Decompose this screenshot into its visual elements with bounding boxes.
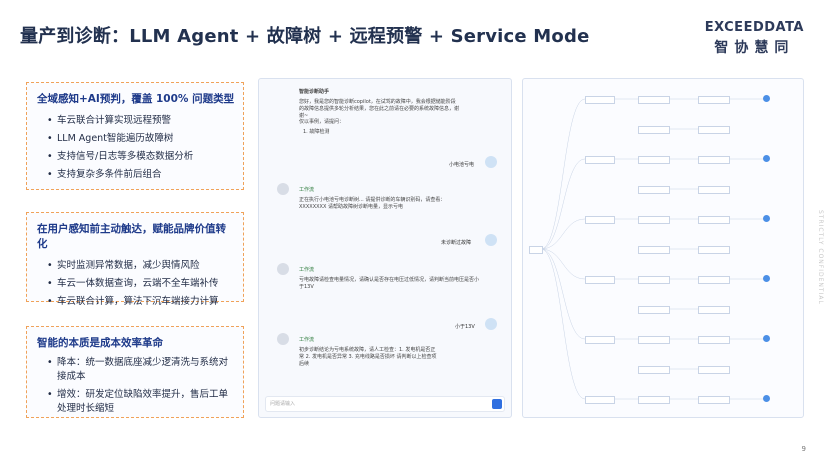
tree-node[interactable]: [585, 336, 615, 344]
agent-message: 初步诊断结论为亏电系统故障，请人工检查：1. 发电机是否正常 2. 发电机是否异…: [299, 347, 437, 367]
tree-node[interactable]: [698, 126, 730, 134]
bullet-item: 车云联合计算实现远程预警: [47, 112, 235, 130]
bullet-item: 车云联合计算，算法下沉车端接力计算: [47, 293, 235, 311]
chat-input-placeholder: 问题请输入: [270, 401, 296, 407]
send-button[interactable]: [492, 399, 502, 409]
workflow-tag: 工作流: [299, 337, 315, 343]
bullet-item: 降本：统一数据底座减少逻清洗与系统对接成本: [47, 356, 235, 384]
chat-header: 智能诊断助手: [299, 89, 330, 95]
bullet-item: LLM Agent智能遍历故障树: [47, 130, 235, 148]
chat-screenshot-panel: 智能诊断助手 您好，我是您的智能诊断copilot，在试驾的故障中，我会根据储能…: [258, 78, 512, 418]
tree-root-node[interactable]: [529, 246, 543, 254]
tree-node[interactable]: [585, 96, 615, 104]
tree-node[interactable]: [638, 126, 670, 134]
box-heading: 在用户感知前主动触达，赋能品牌价值转化: [37, 223, 226, 250]
user-message: 未诊断过故障: [441, 240, 472, 246]
tree-node[interactable]: [698, 186, 730, 194]
tree-leaf-dot[interactable]: [763, 395, 770, 402]
tree-node[interactable]: [585, 396, 615, 404]
agent-avatar: [277, 333, 289, 345]
tree-leaf-dot[interactable]: [763, 335, 770, 342]
agent-avatar: [277, 263, 289, 275]
fault-tree-lines: [540, 98, 763, 400]
user-message: 小于13V: [455, 324, 475, 330]
box-heading: 智能的本质是成本效率革命: [37, 337, 163, 349]
tree-node[interactable]: [638, 336, 670, 344]
feature-box-efficiency: 智能的本质是成本效率革命 降本：统一数据底座减少逻清洗与系统对接成本 增效：研发…: [26, 326, 244, 418]
agent-message: 亏电故障请检查电量情况，请确认是否存在电压过低情况，请判断当前电压是否小于13V: [299, 277, 480, 290]
tree-node[interactable]: [638, 96, 670, 104]
tree-node[interactable]: [698, 366, 730, 374]
tree-node[interactable]: [638, 156, 670, 164]
page-title: 量产到诊断：LLM Agent + 故障树 + 远程预警 + Service M…: [20, 26, 590, 47]
tree-node[interactable]: [638, 246, 670, 254]
workflow-tag: 工作流: [299, 267, 315, 273]
chat-hint: 仅以事例，请提问：: [299, 119, 345, 125]
workflow-tag: 工作流: [299, 187, 315, 193]
tree-node[interactable]: [698, 396, 730, 404]
user-avatar: [485, 318, 497, 330]
tree-leaf-dot[interactable]: [763, 95, 770, 102]
agent-message: 正在执行小电池亏电诊断树... 请提供诊断的车辆识别码，请查看：XXXXXXXX…: [299, 197, 446, 210]
chat-input[interactable]: 问题请输入: [265, 396, 505, 412]
tree-node[interactable]: [638, 366, 670, 374]
side-watermark: STRICTLY CONFIDENTIAL: [817, 210, 824, 305]
tree-node[interactable]: [638, 186, 670, 194]
tree-node[interactable]: [638, 396, 670, 404]
company-logo: EXCEEDDATA 智协慧同: [705, 20, 804, 57]
tree-node[interactable]: [585, 276, 615, 284]
bullet-item: 支持信号/日志等多模态数据分析: [47, 148, 235, 166]
box-heading: 全域感知+AI预判，覆盖 100% 问题类型: [37, 93, 235, 105]
tree-node[interactable]: [698, 276, 730, 284]
tree-node[interactable]: [585, 216, 615, 224]
tree-leaf-dot[interactable]: [763, 275, 770, 282]
chat-example: 1. 故障检测: [303, 129, 330, 135]
user-avatar: [485, 156, 497, 168]
bullet-item: 支持复杂多条件前后组合: [47, 166, 235, 184]
tree-node[interactable]: [638, 276, 670, 284]
fault-tree-panel: [522, 78, 804, 418]
tree-node[interactable]: [698, 96, 730, 104]
tree-node[interactable]: [698, 156, 730, 164]
bullet-item: 车云一体数据查询，云端不全车端补传: [47, 275, 235, 293]
logo-chinese: 智协慧同: [714, 40, 795, 56]
tree-node[interactable]: [698, 336, 730, 344]
tree-node[interactable]: [638, 216, 670, 224]
tree-node[interactable]: [585, 156, 615, 164]
bullet-item: 增效：研发定位缺陷效率提升，售后工单处理时长缩短: [47, 388, 235, 416]
feature-box-proactive: 在用户感知前主动触达，赋能品牌价值转化 实时监测异常数据，减少舆情风险 车云一体…: [26, 212, 244, 311]
tree-leaf-dot[interactable]: [763, 215, 770, 222]
feature-box-perception: 全域感知+AI预判，覆盖 100% 问题类型 车云联合计算实现远程预警 LLM …: [26, 82, 244, 190]
bullet-item: 实时监测异常数据，减少舆情风险: [47, 257, 235, 275]
user-avatar: [485, 234, 497, 246]
agent-avatar: [277, 183, 289, 195]
tree-node[interactable]: [698, 216, 730, 224]
tree-node[interactable]: [638, 306, 670, 314]
tree-leaf-dot[interactable]: [763, 155, 770, 162]
tree-node[interactable]: [698, 306, 730, 314]
tree-node[interactable]: [698, 246, 730, 254]
page-number: 9: [801, 445, 806, 453]
user-message: 小电池亏电: [449, 162, 475, 168]
logo-english: EXCEEDDATA: [704, 20, 804, 35]
chat-intro: 您好，我是您的智能诊断copilot，在试驾的故障中，我会根据储能阶段的故障信息…: [299, 99, 460, 119]
